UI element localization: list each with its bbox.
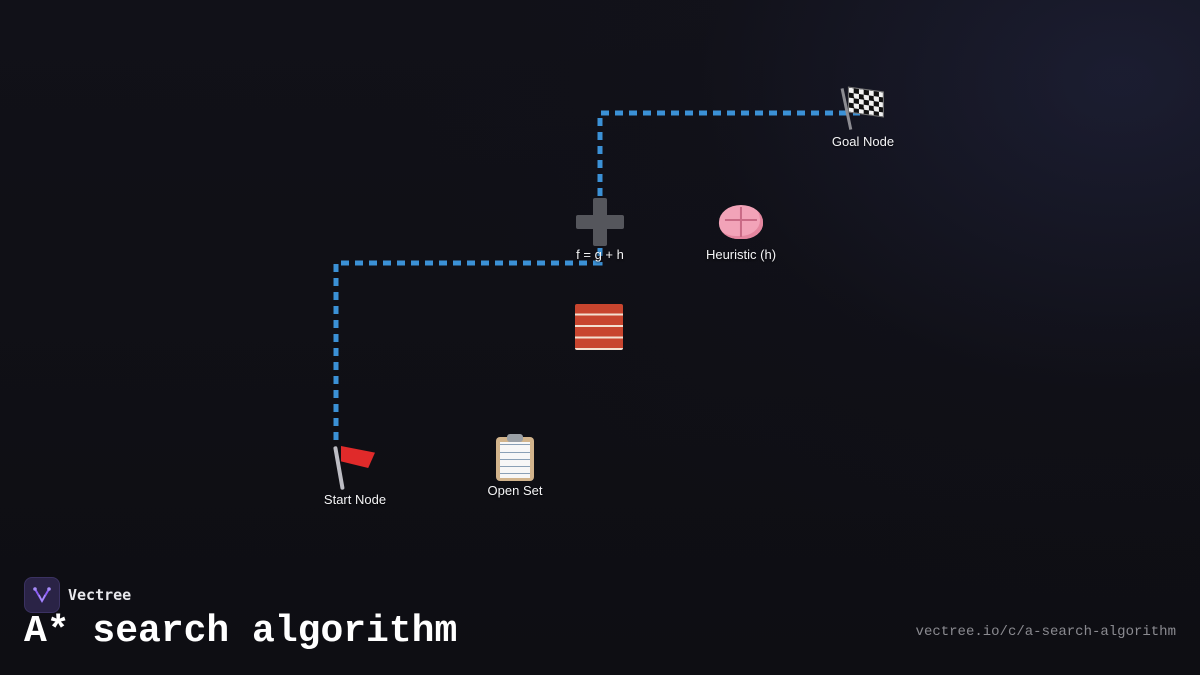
brand: Vectree (24, 577, 131, 613)
node-fgh[interactable]: f = g + h (572, 197, 628, 262)
node-label: Heuristic (h) (705, 247, 777, 262)
page-title: A* search algorithm (24, 610, 458, 653)
clipboard-icon (487, 433, 543, 483)
node-goal[interactable]: Goal Node (832, 84, 894, 149)
brain-icon (713, 197, 769, 247)
node-label: Open Set (487, 483, 543, 498)
node-start[interactable]: Start Node (324, 442, 386, 507)
brick-wall-icon (571, 302, 627, 352)
node-label: f = g + h (576, 247, 624, 262)
node-label: Start Node (323, 492, 387, 507)
node-wall[interactable] (571, 302, 627, 352)
vectree-logo-icon (24, 577, 60, 613)
node-open-set[interactable]: Open Set (487, 433, 543, 498)
page-url[interactable]: vectree.io/c/a-search-algorithm (915, 624, 1176, 640)
node-heuristic[interactable]: Heuristic (h) (706, 197, 776, 262)
edge-start-to-fgh (333, 240, 603, 440)
plus-icon (572, 197, 628, 247)
brand-name: Vectree (68, 586, 132, 604)
checkered-flag-icon (835, 84, 891, 134)
red-flag-icon (327, 442, 383, 492)
node-label: Goal Node (831, 134, 895, 149)
edge-fgh-to-goal (597, 110, 860, 196)
